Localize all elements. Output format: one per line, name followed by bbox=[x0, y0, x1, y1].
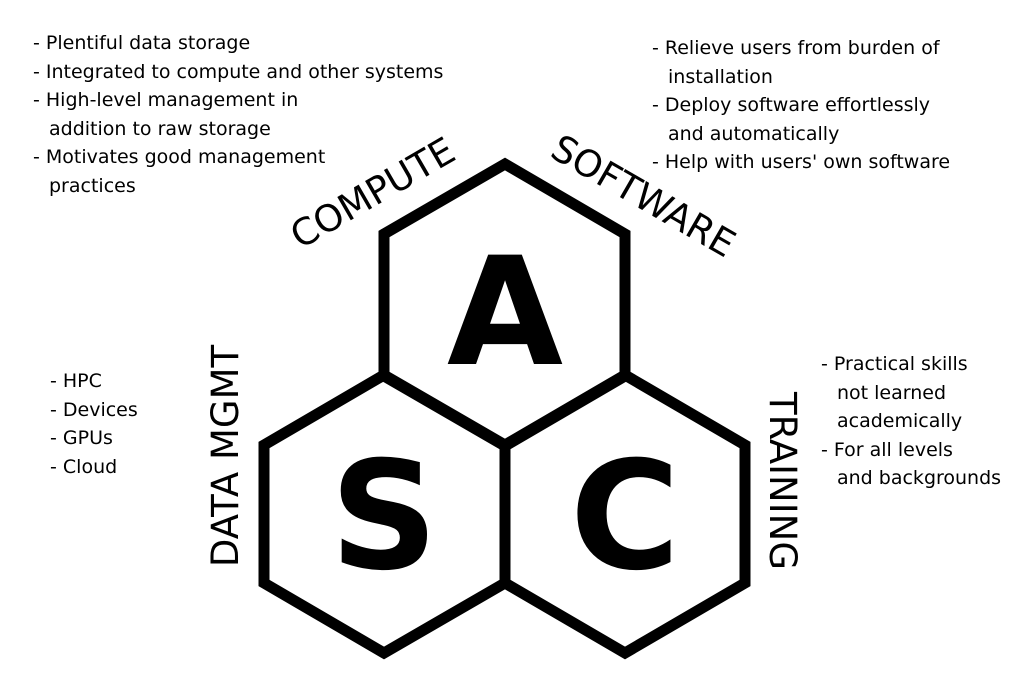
list-item: - High-level management in bbox=[33, 89, 299, 111]
training-bullet-list: - Practical skills not learned academica… bbox=[821, 350, 1001, 493]
list-item-continuation: practices bbox=[49, 174, 136, 197]
list-item: - HPC bbox=[50, 370, 102, 392]
list-item: - Plentiful data storage bbox=[33, 32, 251, 54]
label-data-mgmt: DATA MGMT bbox=[204, 345, 247, 568]
list-item: - Help with users' own software bbox=[652, 151, 951, 173]
list-item: - For all levels bbox=[821, 438, 953, 461]
list-item: - Motivates good management bbox=[33, 146, 326, 168]
hexagon-left-letter: S bbox=[330, 430, 438, 604]
compute-bullet-list: - HPC - Devices - GPUs - Cloud bbox=[50, 367, 138, 481]
software-bullet-list: - Relieve users from burden of installat… bbox=[652, 34, 950, 177]
list-item-continuation: academically bbox=[837, 410, 963, 432]
list-item: - Deploy software effortlessly bbox=[652, 94, 931, 116]
list-item-continuation: not learned bbox=[837, 381, 947, 404]
list-item-continuation: addition to raw storage bbox=[49, 117, 271, 140]
data-management-bullet-list: - Plentiful data storage - Integrated to… bbox=[33, 29, 443, 200]
hexagon-right bbox=[499, 368, 751, 660]
list-item: - Practical skills bbox=[821, 353, 968, 375]
hexagon-top-letter: A bbox=[447, 226, 563, 400]
list-item: - Integrated to compute and other system… bbox=[33, 60, 444, 83]
list-item-continuation: and backgrounds bbox=[837, 467, 1002, 489]
list-item: - GPUs bbox=[50, 427, 113, 449]
list-item-continuation: and automatically bbox=[668, 122, 840, 145]
list-item: - Cloud bbox=[50, 455, 118, 478]
hexagon-right-letter: C bbox=[570, 430, 680, 604]
label-training: TRAINING bbox=[761, 391, 804, 570]
list-item-continuation: installation bbox=[668, 65, 773, 88]
list-item: - Relieve users from burden of bbox=[652, 37, 940, 59]
list-item: - Devices bbox=[50, 398, 138, 421]
